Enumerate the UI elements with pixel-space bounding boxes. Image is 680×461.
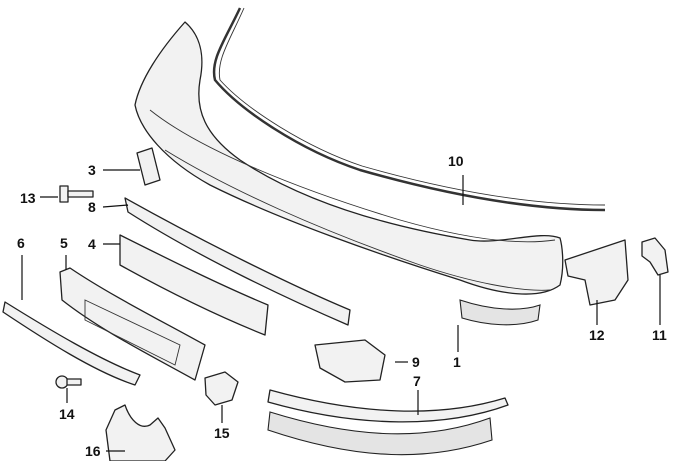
callout-5: 5 xyxy=(60,235,68,251)
part-6-trim-strip[interactable] xyxy=(2,301,141,386)
callout-8: 8 xyxy=(88,199,96,215)
part-11-clip[interactable] xyxy=(641,237,669,276)
part-5-plate-frame[interactable] xyxy=(59,267,206,381)
callout-6: 6 xyxy=(17,235,25,251)
callout-13: 13 xyxy=(20,190,36,206)
callout-15: 15 xyxy=(214,425,230,441)
callout-3: 3 xyxy=(88,162,96,178)
part-14-rivet[interactable] xyxy=(55,375,82,389)
part-13-bolt[interactable] xyxy=(59,185,94,203)
part-9-air-duct[interactable] xyxy=(314,339,386,383)
leader-lines xyxy=(21,169,661,452)
callout-16: 16 xyxy=(85,443,101,459)
part-10-seal-strip[interactable] xyxy=(212,7,606,212)
callout-4: 4 xyxy=(88,236,96,252)
callout-11: 11 xyxy=(652,327,667,343)
part-1-bumper-cover[interactable] xyxy=(134,21,564,295)
part-4-plate-base[interactable] xyxy=(119,234,269,336)
part-8-trim-strip[interactable] xyxy=(124,197,351,326)
callout-9: 9 xyxy=(412,354,420,370)
callout-7: 7 xyxy=(413,373,421,389)
callout-12: 12 xyxy=(589,327,605,343)
part-3-bracket[interactable] xyxy=(136,147,161,186)
callout-10: 10 xyxy=(448,153,464,169)
part-16-tow-hook-cover[interactable] xyxy=(105,404,176,461)
callout-1: 1 xyxy=(453,354,461,370)
callout-14: 14 xyxy=(59,406,75,422)
part-12-side-bracket[interactable] xyxy=(564,239,629,306)
part-7-lower-trim[interactable] xyxy=(267,389,509,423)
part-15-mounting-clip[interactable] xyxy=(204,371,239,406)
